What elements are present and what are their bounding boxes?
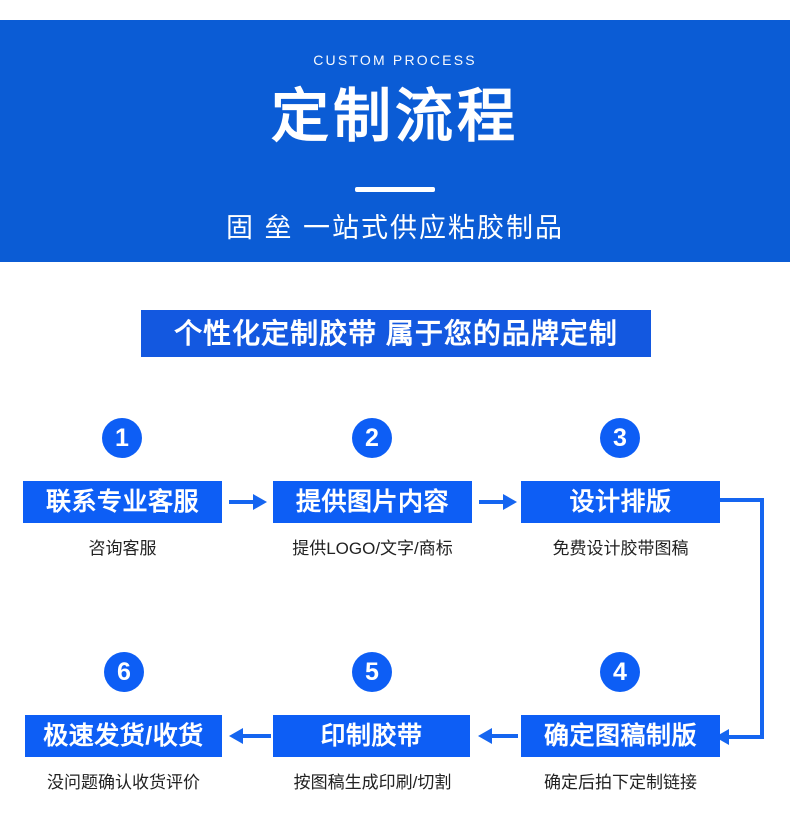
step-4-caption: 确定后拍下定制链接 [544,773,697,792]
connector-segment-horizontal-top [720,498,764,502]
arrow-step4-to-step5-icon [478,728,518,744]
step-5-box[interactable]: 印制胶带 [273,715,470,757]
arrow-step2-to-step3-icon [479,494,517,510]
step-3-caption: 免费设计胶带图稿 [552,539,689,558]
arrow-step1-to-step2-icon [229,494,267,510]
step-2-box[interactable]: 提供图片内容 [273,481,472,523]
step-3-box[interactable]: 设计排版 [521,481,720,523]
step-5-caption: 按图稿生成印刷/切割 [293,773,452,792]
step-3-number-badge: 3 [600,418,640,458]
step-1-caption: 咨询客服 [88,539,157,558]
step-3-title: 设计排版 [569,488,672,516]
step-1-box[interactable]: 联系专业客服 [23,481,222,523]
headline-bar-label: 个性化定制胶带 属于您的品牌定制 [174,317,618,349]
arrow-step5-to-step6-icon [229,728,271,744]
step-6-title: 极速发货/收货 [43,722,204,750]
step-2-number-badge: 2 [352,418,392,458]
step-2-caption: 提供LOGO/文字/商标 [292,539,453,558]
connector-arrow-into-step4-icon [715,729,764,745]
banner-divider [355,187,435,192]
step-5-title: 印制胶带 [320,722,423,750]
page-title: 定制流程 [270,84,519,149]
banner-subtitle: 固 垒 一站式供应粘胶制品 [225,213,564,243]
step-2-title: 提供图片内容 [295,488,449,516]
step-4-number-badge: 4 [600,652,640,692]
headline-bar: 个性化定制胶带 属于您的品牌定制 [141,310,651,357]
connector-segment-vertical [760,498,764,737]
step-4-box[interactable]: 确定图稿制版 [521,715,720,757]
step-1-number-badge: 1 [102,418,142,458]
step-1-title: 联系专业客服 [45,488,199,516]
step-6-box[interactable]: 极速发货/收货 [25,715,222,757]
step-4-title: 确定图稿制版 [543,722,697,750]
step-6-number-badge: 6 [104,652,144,692]
step-6-caption: 没问题确认收货评价 [47,773,200,792]
step-5-number-badge: 5 [352,652,392,692]
header-banner: CUSTOM PROCESS 定制流程 固 垒 一站式供应粘胶制品 [0,20,790,262]
banner-eyebrow: CUSTOM PROCESS [313,52,477,68]
